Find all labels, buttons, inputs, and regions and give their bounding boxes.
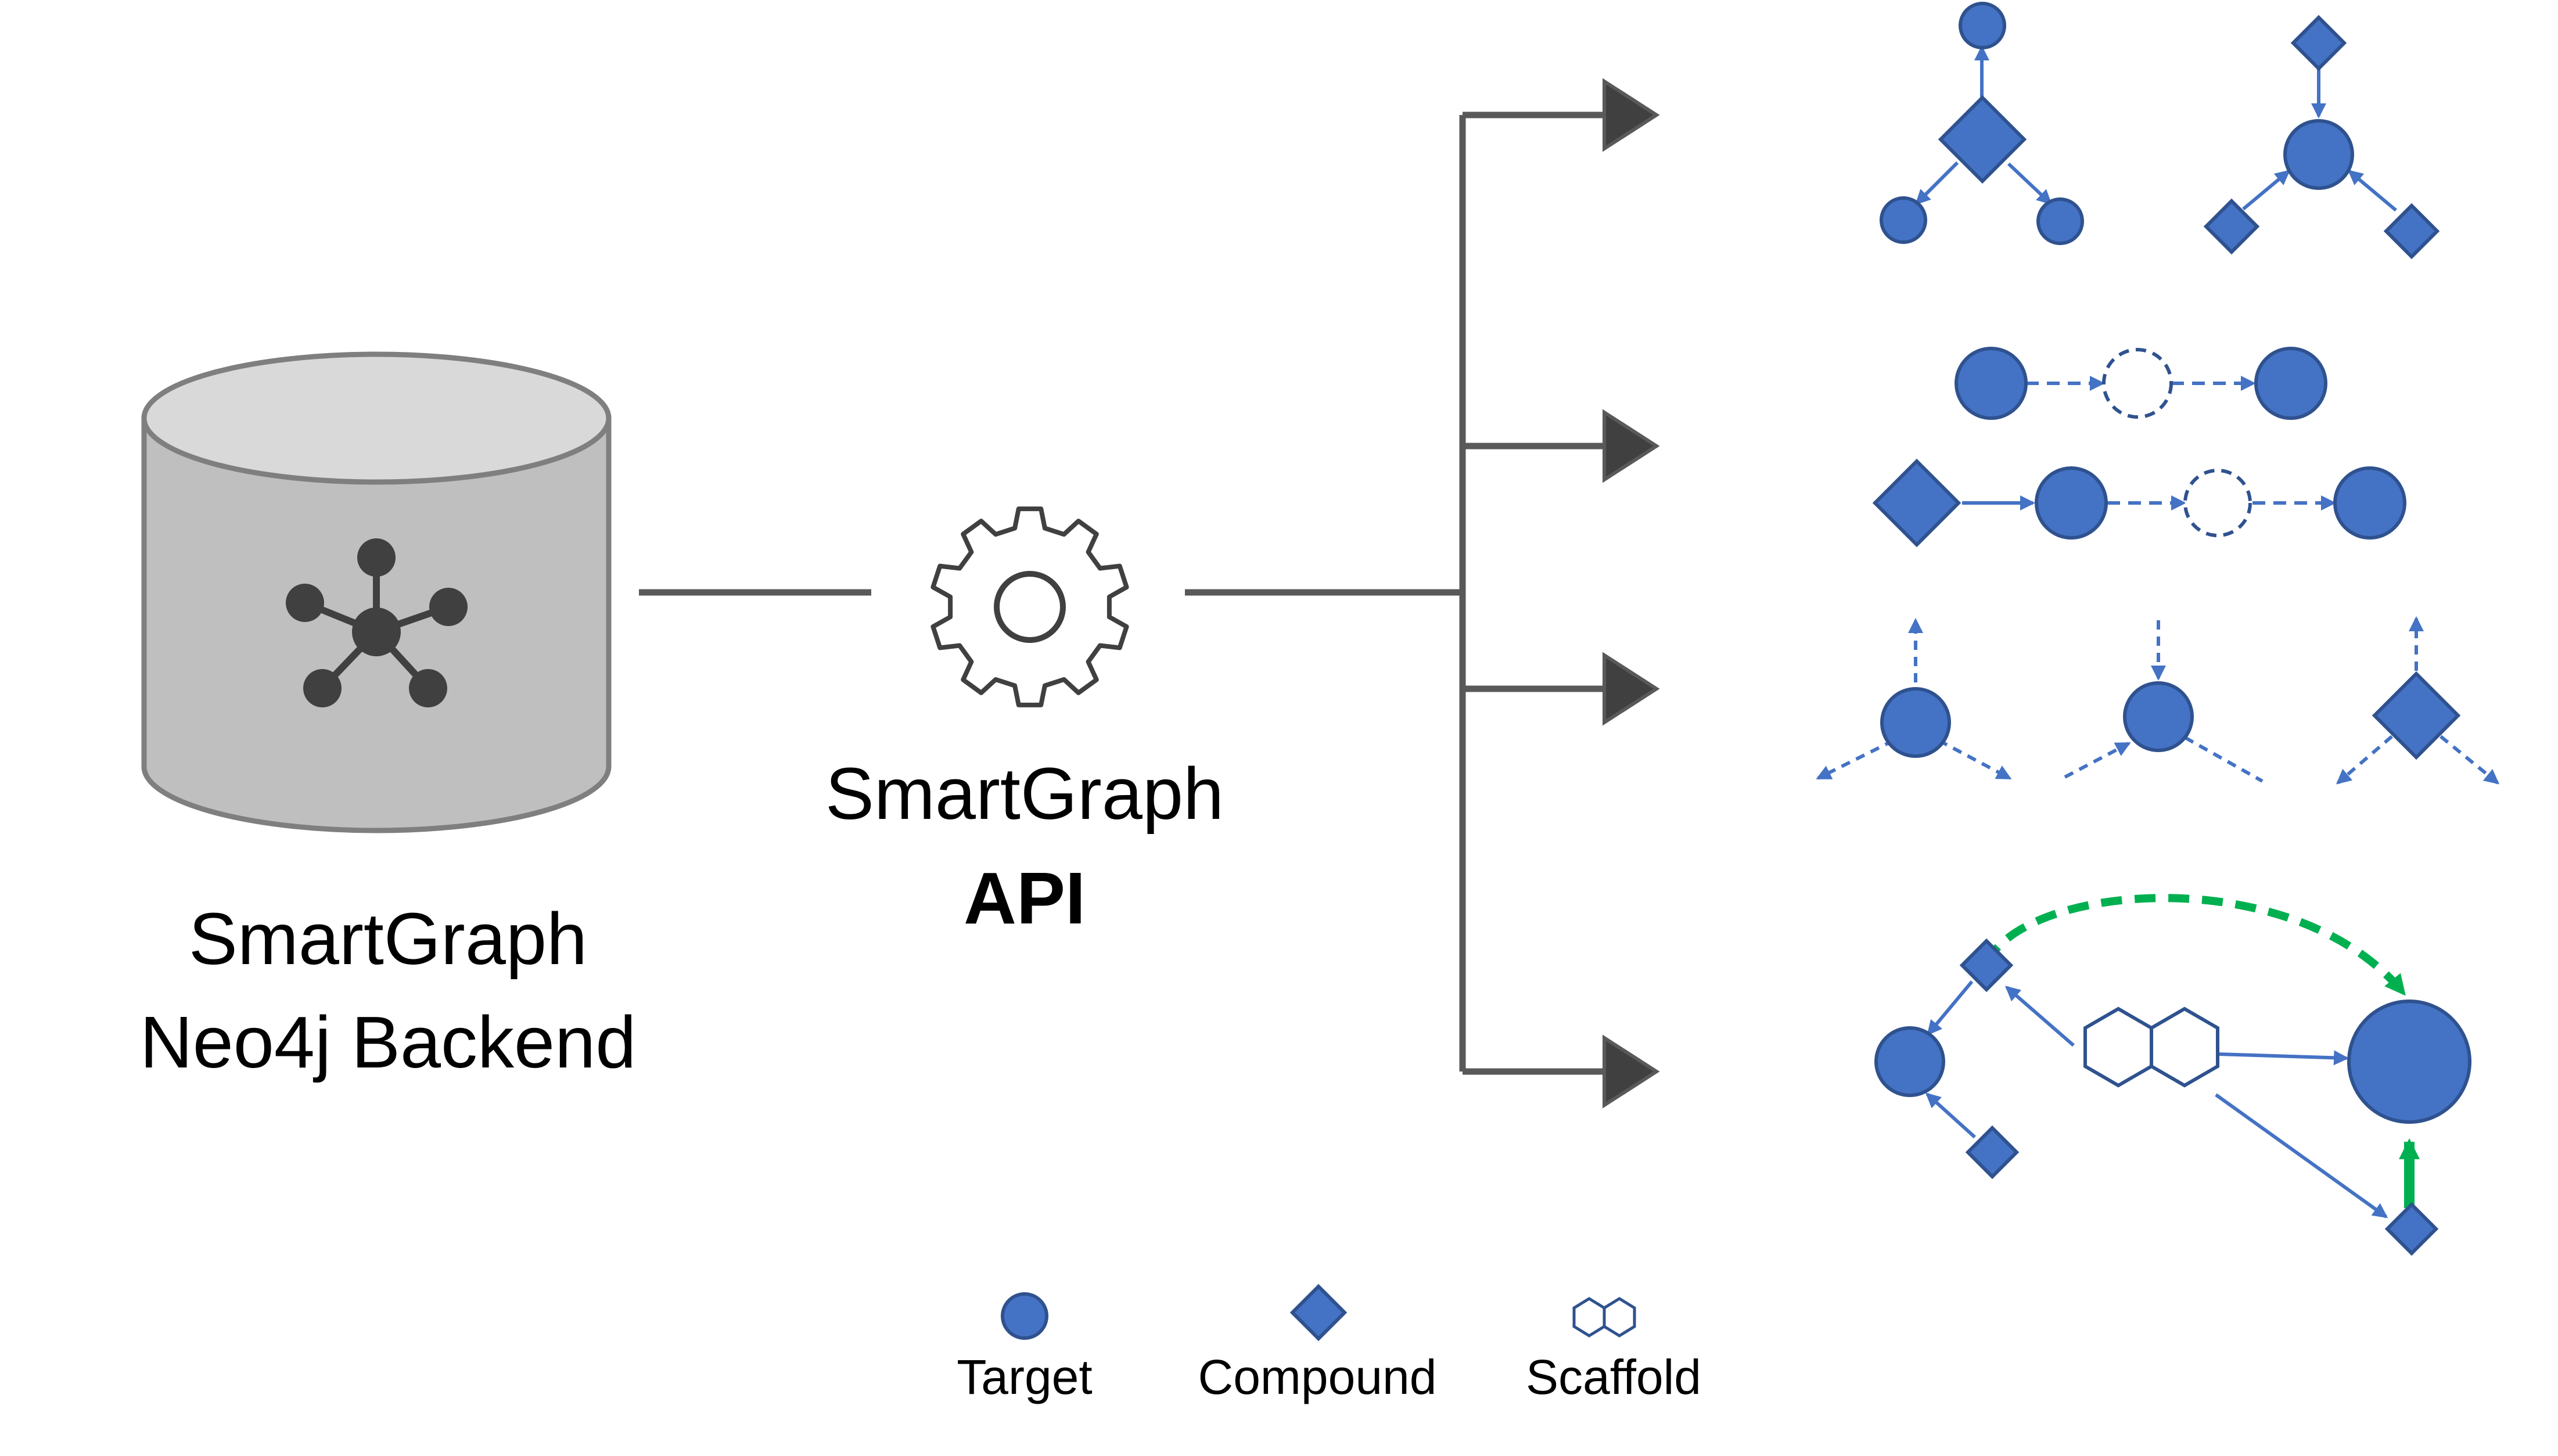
- target-node: [1880, 687, 1951, 758]
- compound-node: [1872, 458, 1961, 548]
- connector-arrowheads: [1603, 78, 1660, 1109]
- compound-node: [2203, 198, 2260, 255]
- pattern-neighborhood-3: [2336, 616, 2500, 785]
- target-node: [1955, 347, 2028, 420]
- target-node: [2035, 466, 2108, 540]
- pattern-compound-star-nodes: [1880, 2, 2084, 245]
- compound-node: [1959, 938, 2014, 993]
- target-node: [1880, 196, 1927, 244]
- compound-node: [1938, 95, 2027, 184]
- pattern-neighborhood-2: [2064, 620, 2264, 783]
- pattern-scaffold-inference: [1874, 894, 2471, 1256]
- gear-icon: [930, 506, 1129, 707]
- target-node: [1874, 1026, 1945, 1097]
- backend-label-line2: Neo4j Backend: [140, 1001, 637, 1083]
- legend-scaffold-icon: [1572, 1297, 1636, 1338]
- legend-compound-label: Compound: [1198, 1350, 1437, 1404]
- pattern-compound-star: [1915, 45, 2052, 205]
- api-label-line1: SmartGraph: [825, 753, 1224, 835]
- pattern-path-target-target: [1955, 347, 2327, 420]
- legend-target-icon: [1001, 1292, 1048, 1340]
- compound-node: [2290, 15, 2347, 71]
- target-node: [2123, 681, 2194, 752]
- legend-compound-icon: [1289, 1284, 1348, 1342]
- target-node: [2254, 347, 2327, 420]
- backend-label-line1: SmartGraph: [189, 898, 587, 980]
- scaffold-node: [2083, 1006, 2219, 1088]
- pattern-target-star-nodes: [2203, 15, 2440, 260]
- pattern-neighborhood-1: [1816, 618, 2012, 780]
- pattern-target-star: [2242, 64, 2397, 212]
- connector-lines: [639, 112, 1609, 1075]
- target-node: [2333, 466, 2406, 540]
- compound-node: [1965, 1125, 2020, 1180]
- target-node: [2347, 1000, 2471, 1124]
- api-label-line2: API: [964, 857, 1086, 939]
- graph-network-icon: [286, 538, 468, 707]
- target-node: [2036, 197, 2084, 245]
- target-node: [2283, 119, 2354, 190]
- compound-node: [2384, 1202, 2439, 1256]
- legend-scaffold-label: Scaffold: [1526, 1350, 1701, 1404]
- compound-node: [2372, 671, 2461, 760]
- legend-target-label: Target: [957, 1350, 1092, 1404]
- legend: Target Compound Scaffold: [957, 1284, 1701, 1404]
- pattern-path-compound-target: [1872, 458, 2406, 548]
- compound-node: [2383, 203, 2440, 260]
- target-node: [1959, 2, 2006, 49]
